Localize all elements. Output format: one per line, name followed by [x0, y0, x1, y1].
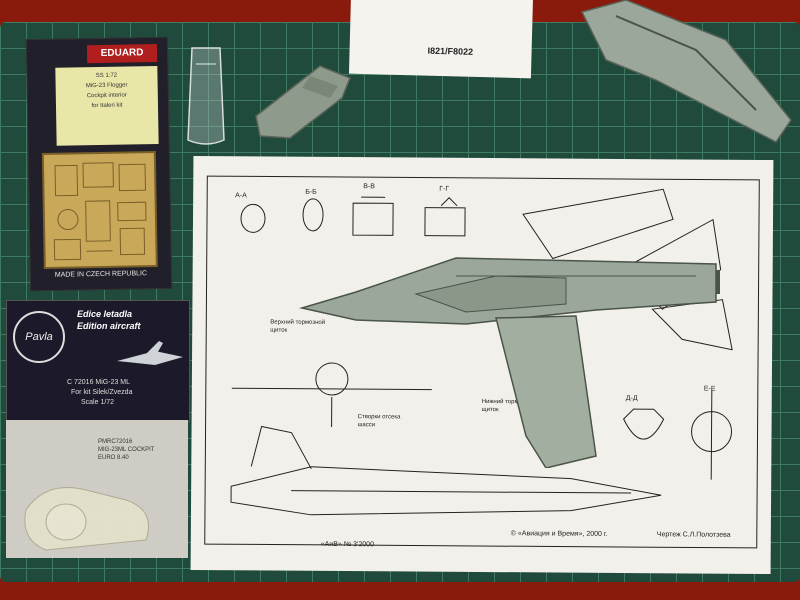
bag-label: PMRC72016 MIG-23ML COCKPIT EURO 8.40: [98, 439, 155, 461]
instruction-code: I821/F8022: [427, 45, 474, 57]
series-title: Edice letadla: [77, 309, 133, 319]
model-fuselage: [299, 257, 720, 468]
cockpit-tub-part: [255, 65, 351, 139]
section-label: Б-Б: [305, 188, 317, 196]
series-subtitle: Edition aircraft: [77, 321, 141, 331]
section-label: В-В: [363, 183, 375, 191]
photo-etch-fret: [41, 151, 158, 269]
brand-logo: EDUARD: [86, 43, 158, 64]
section-label: A-A: [235, 192, 247, 200]
resin-seat-part: [24, 487, 149, 551]
canopy-part: [187, 47, 225, 145]
drawing-footer-right: Чертеж С.Л.Полотзева: [656, 531, 731, 539]
resin-product-card: Pavla Edice letadla Edition aircraft C 7…: [6, 300, 190, 422]
resin-parts-bag: PMRC72016 MIG-23ML COCKPIT EURO 8.40: [6, 420, 188, 558]
fuselage-half-part: [580, 0, 792, 143]
brand-logo: Pavla: [13, 311, 65, 363]
section-label: Г-Г: [439, 185, 450, 193]
photo-etch-card: EDUARD SS 1:72 MiG-23 Flogger Cockpit in…: [25, 36, 173, 292]
drawing-footer-left: «АиВ» № 3'2000: [320, 540, 375, 549]
drawing-footer-mid: © «Авиация и Время», 2000 г.: [510, 530, 608, 538]
product-code: C 72016 MiG-23 ML: [67, 379, 131, 386]
made-in-text: MADE IN CZECH REPUBLIC: [54, 270, 148, 279]
aircraft-silhouette: [117, 341, 183, 365]
instruction-sheet: I821/F8022: [348, 0, 534, 79]
scale-text: Scale 1/72: [81, 399, 115, 406]
product-label: SS 1:72 MiG-23 Flogger Cockpit interior …: [55, 65, 159, 146]
kit-compatibility: For kit Silek/Zvezda: [71, 389, 133, 396]
